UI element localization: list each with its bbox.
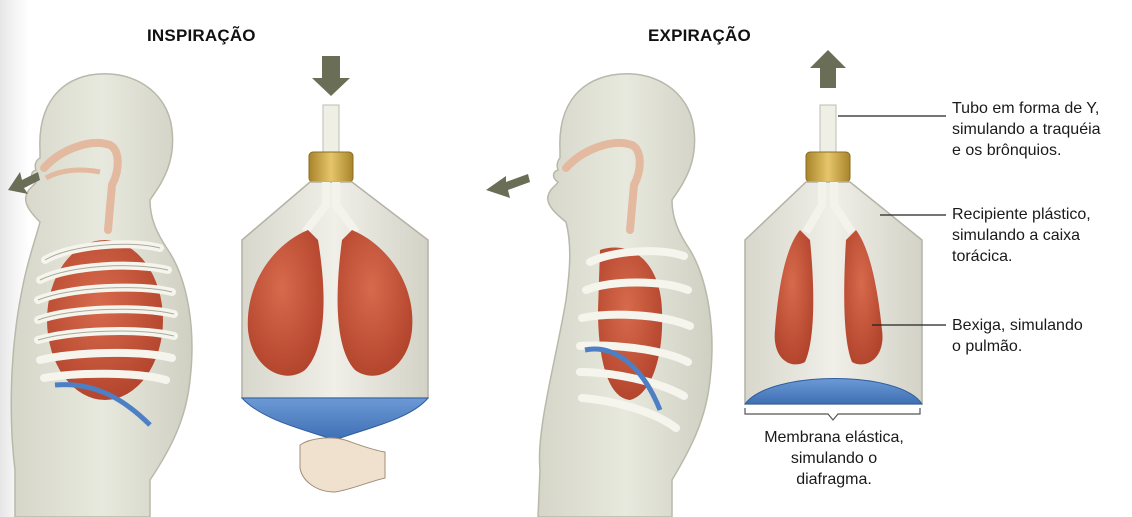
down-arrow bbox=[312, 56, 350, 96]
membrane-label-line-2: simulando o bbox=[734, 448, 934, 469]
container-label-line-2: simulando a caixa bbox=[952, 225, 1091, 246]
balloon-label-line-2: o pulmão. bbox=[952, 336, 1083, 357]
inspiration-title: INSPIRAÇÃO bbox=[147, 26, 256, 46]
tube-label-line-2: simulando a traquéia bbox=[952, 119, 1101, 140]
tube-label: Tubo em forma de Y, simulando a traquéia… bbox=[952, 98, 1101, 161]
inspiration-human-figure bbox=[8, 74, 192, 517]
membrane-bracket bbox=[745, 408, 920, 420]
tube-stem-2 bbox=[820, 105, 836, 155]
tube-stem bbox=[323, 105, 339, 155]
membrane-label-line-1: Membrana elástica, bbox=[734, 427, 934, 448]
bottle-cap-2 bbox=[806, 152, 850, 182]
container-label: Recipiente plástico, simulando a caixa t… bbox=[952, 204, 1091, 267]
container-label-line-1: Recipiente plástico, bbox=[952, 204, 1091, 225]
balloon-label: Bexiga, simulando o pulmão. bbox=[952, 315, 1083, 357]
expiration-bottle-model bbox=[745, 50, 922, 420]
container-label-line-3: torácica. bbox=[952, 246, 1091, 267]
tube-label-line-3: e os brônquios. bbox=[952, 140, 1101, 161]
balloon-label-line-1: Bexiga, simulando bbox=[952, 315, 1083, 336]
membrane-label: Membrana elástica, simulando o diafragma… bbox=[734, 427, 934, 490]
up-arrow bbox=[810, 50, 846, 88]
expiration-human-figure bbox=[486, 74, 712, 517]
expiration-title: EXPIRAÇÃO bbox=[648, 26, 751, 46]
inspiration-bottle-model bbox=[242, 56, 428, 492]
tube-label-line-1: Tubo em forma de Y, bbox=[952, 98, 1101, 119]
exhale-arrow bbox=[486, 174, 530, 198]
pulling-hand bbox=[300, 438, 385, 492]
bottle-cap bbox=[309, 152, 353, 182]
membrane-label-line-3: diafragma. bbox=[734, 469, 934, 490]
membrane-pulled bbox=[242, 398, 428, 440]
